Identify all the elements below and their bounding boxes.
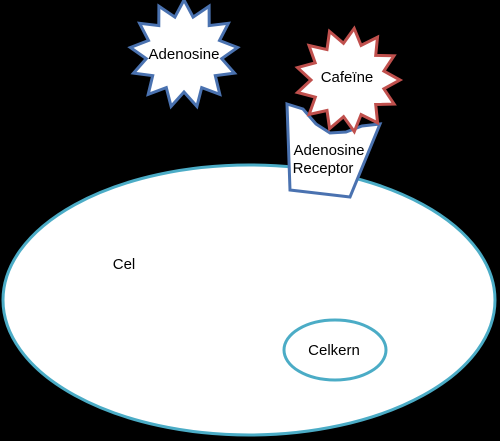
adenosine-label: Adenosine: [149, 46, 220, 63]
receptor-label-line2: Receptor: [293, 160, 354, 177]
adenosine-molecule-shape: [127, 0, 241, 110]
cell-membrane: [1, 163, 497, 437]
nucleus-label: Celkern: [308, 342, 360, 359]
cell-label: Cel: [113, 256, 136, 273]
receptor-label-line1: Adenosine: [294, 142, 365, 159]
caffeine-label: Cafeïne: [321, 69, 374, 86]
caffeine-molecule-shape: [294, 25, 404, 135]
cell-nucleus: [282, 318, 388, 382]
